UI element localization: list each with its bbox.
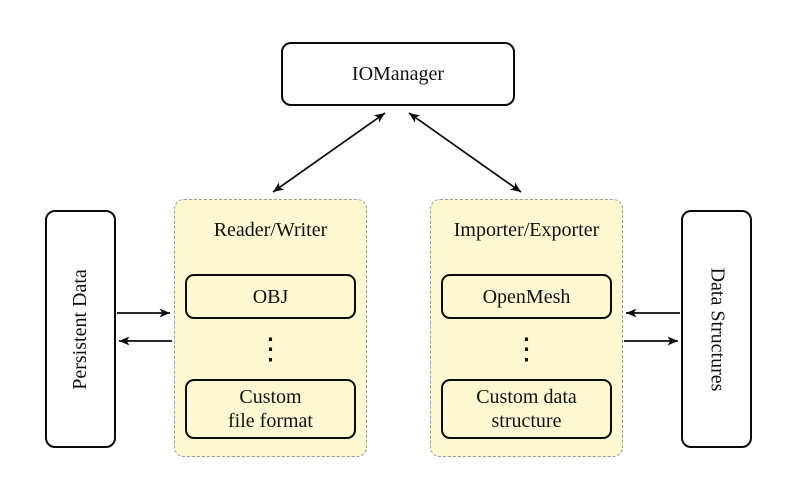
iomanager-label: IOManager: [351, 62, 445, 85]
arrow-iomanager-importerexporter: [408, 112, 522, 193]
node-obj: OBJ: [185, 274, 356, 319]
node-data-structures: Data Structures: [681, 210, 752, 448]
node-custom-data-structure: Custom data structure: [441, 379, 612, 439]
node-iomanager: IOManager: [281, 42, 515, 106]
node-custom-file-format: Custom file format: [185, 379, 356, 439]
vertical-ellipsis: ⋮: [255, 333, 286, 366]
arrow-iomanager-readerwriter: [272, 112, 386, 193]
reader-writer-title: Reader/Writer: [213, 219, 328, 241]
persistent-data-label: Persistent Data: [69, 268, 91, 390]
data-structures-label: Data Structures: [706, 267, 729, 391]
importer-exporter-title: Importer/Exporter: [453, 219, 600, 241]
node-persistent-data: Persistent Data: [45, 210, 116, 448]
panel-reader-writer: Reader/Writer OBJ ⋮ Custom file format: [174, 199, 367, 457]
vertical-ellipsis: ⋮: [511, 333, 542, 366]
panel-importer-exporter: Importer/Exporter OpenMesh ⋮ Custom data…: [430, 199, 623, 457]
node-openmesh: OpenMesh: [441, 274, 612, 319]
